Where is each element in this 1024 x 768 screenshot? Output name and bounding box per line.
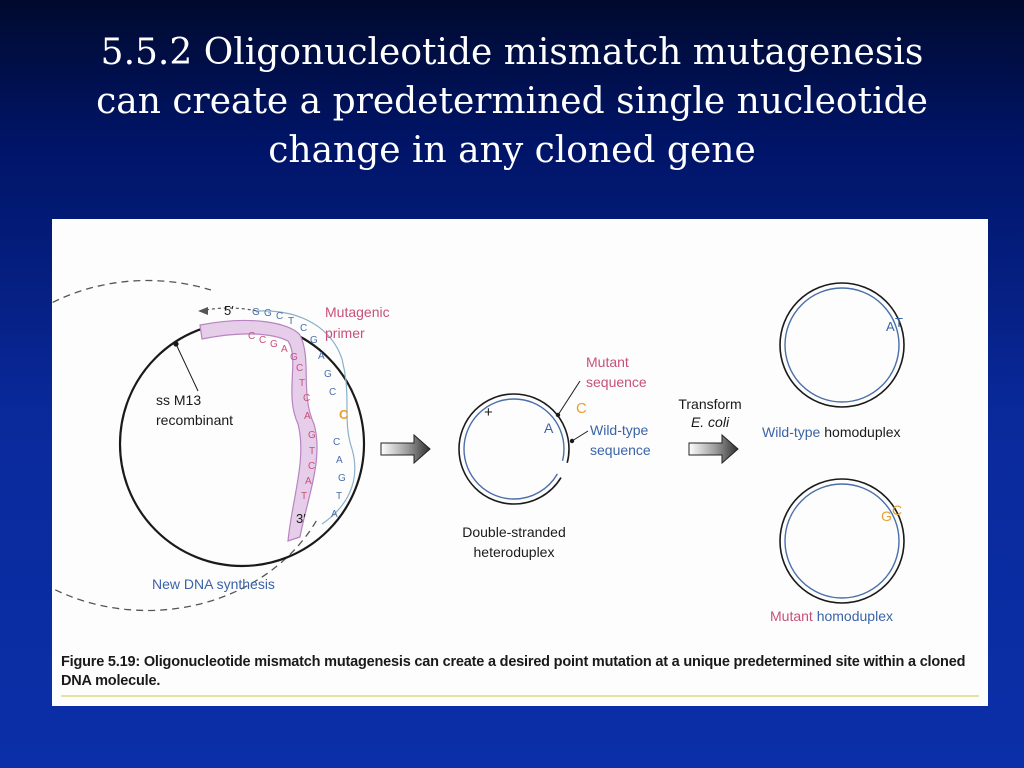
template-base: G <box>270 339 278 350</box>
new-dna-synthesis-strand <box>52 279 317 612</box>
wild-homoduplex-outer-circle <box>779 282 905 408</box>
mutant-homoduplex-inner-circle <box>784 483 900 599</box>
template-base: C <box>296 363 303 374</box>
primer-base: G <box>338 473 346 484</box>
primer-3-prime: 3′ <box>296 511 306 526</box>
template-base: A <box>305 476 312 487</box>
transform-label: Transform <box>678 396 741 412</box>
primer-base: G <box>252 307 260 318</box>
primer-base: C <box>300 323 307 334</box>
mutant-pointer <box>557 380 581 416</box>
template-base: G <box>308 430 316 441</box>
wild-homoduplex-label: Wild-type homoduplex <box>762 424 901 440</box>
wild-homoduplex-label-colored: Wild-type <box>762 424 821 440</box>
primer-5-prime: 5′ <box>224 303 234 318</box>
template-base: T <box>309 446 315 457</box>
caption-rule <box>61 695 979 697</box>
mutant-homoduplex-label-colored: Mutant <box>770 608 813 624</box>
heteroduplex-plus-sign: + <box>484 404 493 421</box>
wild-type-sequence-label-2: sequence <box>590 442 651 458</box>
template-base: C <box>303 393 310 404</box>
primer-base: T <box>336 491 342 502</box>
heteroduplex-wild-base: A <box>544 420 554 436</box>
title-line-3: change in any cloned gene <box>268 130 756 171</box>
template-base: A <box>281 344 288 355</box>
primer-base: G <box>324 369 332 380</box>
primer-base: G <box>310 335 318 346</box>
heteroduplex-mutant-base: C <box>576 400 587 417</box>
primer-strand-outline <box>256 310 356 525</box>
process-arrow-2 <box>688 433 739 465</box>
template-base: T <box>299 378 305 389</box>
process-arrow-1 <box>380 433 431 465</box>
template-base: C <box>259 335 266 346</box>
m13-label-pointer <box>175 343 199 392</box>
primer-base: A <box>318 351 325 362</box>
mutant-homoduplex-base-c: C <box>892 502 902 518</box>
wild-pointer <box>571 430 589 442</box>
wild-homoduplex-base-t: T <box>895 315 903 330</box>
m13-template-circle <box>118 320 366 568</box>
primer-base: C <box>329 387 336 398</box>
mutant-homoduplex-outer-circle <box>779 478 905 604</box>
slide-title: 5.5.2 Oligonucleotide mismatch mutagenes… <box>40 28 984 175</box>
primer-base: A <box>331 509 338 520</box>
primer-base: A <box>336 455 343 466</box>
primer-base: C <box>276 311 283 322</box>
heteroduplex-outer-circle <box>458 393 570 505</box>
primer-base: T <box>288 316 294 327</box>
mutagenic-primer-band <box>199 319 318 542</box>
primer-base: C <box>333 437 340 448</box>
figure-caption: Figure 5.19: Oligonucleotide mismatch mu… <box>61 654 966 689</box>
template-base: A <box>304 411 311 422</box>
template-base: C <box>308 461 315 472</box>
primer-base: G <box>264 308 272 319</box>
heteroduplex-label-1: Double-stranded <box>462 524 566 540</box>
mutant-homoduplex-base-g: G <box>881 508 892 524</box>
ecoli-label: E. coli <box>691 414 730 430</box>
heteroduplex-label-2: heteroduplex <box>474 544 555 560</box>
wild-homoduplex-base-a: A <box>886 319 895 334</box>
wild-homoduplex-inner-circle <box>784 287 900 403</box>
wild-homoduplex-label-rest: homoduplex <box>820 424 900 440</box>
title-line-1: 5.5.2 Oligonucleotide mismatch mutagenes… <box>100 32 924 73</box>
template-base: T <box>301 491 307 502</box>
new-dna-synthesis-label: New DNA synthesis <box>152 576 275 592</box>
wild-type-sequence-label-1: Wild-type <box>590 422 649 438</box>
mutant-homoduplex-label-rest: homoduplex <box>813 608 893 624</box>
mutagenic-primer-label-2: primer <box>325 325 365 341</box>
ss-m13-label-1: ss M13 <box>156 392 201 408</box>
mutagenic-primer-label-1: Mutagenic <box>325 304 390 320</box>
template-base: G <box>290 352 298 363</box>
template-base: C <box>248 331 255 342</box>
mutant-sequence-label-1: Mutant <box>586 354 629 370</box>
primer-mismatch-base: C <box>339 407 349 422</box>
title-line-2: can create a predetermined single nucleo… <box>96 81 928 122</box>
mutant-sequence-label-2: sequence <box>586 374 647 390</box>
synthesis-arrowhead <box>198 307 208 315</box>
ss-m13-label-2: recombinant <box>156 412 233 428</box>
mutant-homoduplex-label: Mutant homoduplex <box>770 608 893 624</box>
heteroduplex-inner-circle <box>463 398 565 500</box>
